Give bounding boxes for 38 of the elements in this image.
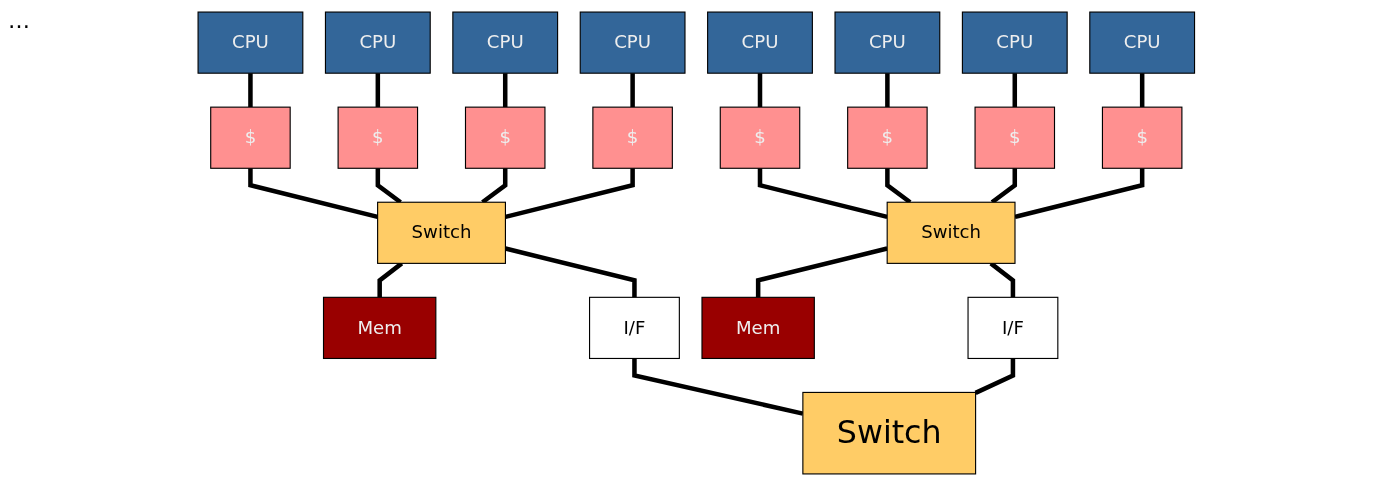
cache-box: $: [974, 106, 1056, 169]
cpu-box: CPU: [579, 11, 686, 74]
memory-box: Mem: [323, 296, 437, 360]
interface-box: I/F: [967, 296, 1059, 360]
switch-box: Switch: [886, 201, 1016, 264]
switch-box: Switch: [377, 201, 507, 264]
cache-box: $: [1102, 106, 1183, 169]
connector-line: [1012, 73, 1018, 108]
connector-line: [503, 73, 508, 108]
connector-line: [974, 358, 1016, 395]
connector-line: [375, 73, 381, 108]
connector-line: [630, 73, 636, 108]
cache-box: $: [719, 106, 801, 169]
cache-box: $: [465, 106, 546, 169]
interface-box: I/F: [589, 296, 681, 360]
cache-box: $: [592, 106, 674, 169]
ellipsis-label: …: [8, 8, 30, 33]
connector-line: [632, 358, 804, 416]
connector-line: [757, 73, 763, 108]
memory-box: Mem: [701, 296, 816, 360]
cpu-box: CPU: [197, 11, 304, 74]
connector-line: [505, 168, 636, 220]
cache-box: $: [337, 106, 419, 169]
connector-line: [757, 168, 888, 220]
cache-box: $: [847, 106, 928, 169]
switch-box: Switch: [802, 391, 977, 475]
connector-line: [1140, 73, 1145, 108]
cpu-box: CPU: [452, 11, 559, 74]
cpu-box: CPU: [1089, 11, 1196, 74]
connector-line: [248, 73, 253, 108]
cache-box: $: [210, 106, 291, 169]
cpu-box: CPU: [325, 11, 431, 74]
connector-line: [505, 246, 637, 298]
connector-line: [885, 73, 890, 108]
connector-line: [756, 246, 888, 298]
cpu-box: CPU: [834, 11, 941, 74]
cpu-box: CPU: [962, 11, 1068, 74]
cpu-box: CPU: [707, 11, 814, 74]
